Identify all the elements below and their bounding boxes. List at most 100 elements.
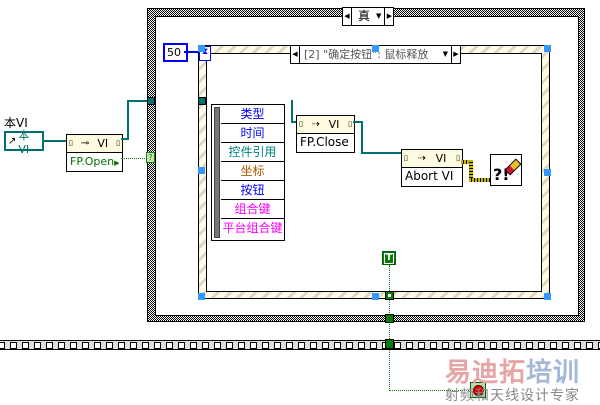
node-header: ▯ ⇢ VI ▯ [402, 150, 462, 168]
node-class-label: VI [328, 118, 340, 131]
resize-handle[interactable] [372, 293, 379, 300]
dropdown-arrow-icon[interactable]: ▼ [376, 12, 382, 20]
case-selector[interactable]: ◀ 真 ▼ ▶ [342, 7, 395, 26]
abort-vi-method[interactable]: Abort VI [405, 169, 454, 183]
decrement-arrow-icon[interactable]: ◀ [291, 46, 300, 63]
resize-handle[interactable] [544, 293, 551, 300]
loop-border-square [58, 342, 65, 349]
loop-border-square [214, 342, 221, 349]
tunnel-dot [388, 294, 391, 297]
node-class-label: VI [435, 152, 447, 165]
clear-errors-vi[interactable]: ?! [490, 154, 522, 186]
loop-border-square [298, 342, 305, 349]
increment-arrow-icon[interactable]: ▶ [384, 8, 393, 25]
while-loop-border[interactable] [0, 340, 600, 350]
loop-border-square [346, 342, 353, 349]
loop-border-square [490, 342, 497, 349]
abort-vi-invoke-node[interactable]: ▯ ⇢ VI ▯ Abort VI [401, 149, 463, 187]
decrement-arrow-icon[interactable]: ◀ [343, 8, 352, 25]
boolean-wire [389, 265, 390, 391]
event-data-item[interactable]: 平台组合键 [222, 221, 283, 235]
fp-open-property-node[interactable]: ▯ ⊸ VI ▯ FP.Open▶ [66, 134, 123, 172]
fp-open-property[interactable]: FP.Open▶ [70, 155, 120, 168]
boolean-wire [389, 390, 471, 391]
resize-handle[interactable] [372, 45, 379, 52]
reference-wire [127, 100, 129, 140]
resize-handle[interactable] [544, 169, 551, 176]
loop-border-square [166, 342, 173, 349]
node-header: ▯ ⊸ VI ▯ [67, 135, 122, 153]
resize-handle[interactable] [198, 293, 205, 300]
vi-reference-constant[interactable]: ↗ 本VI [4, 129, 44, 156]
loop-border-square [226, 342, 233, 349]
loop-border-square [358, 342, 365, 349]
loop-tunnel [385, 339, 394, 349]
loop-border-square [82, 342, 89, 349]
fp-close-method[interactable]: FP.Close [300, 135, 349, 149]
loop-border-square [274, 342, 281, 349]
watermark-tagline: 射频和天线设计专家 [445, 388, 580, 404]
loop-border-square [238, 342, 245, 349]
loop-border-square [466, 342, 473, 349]
loop-border-square [262, 342, 269, 349]
case-selector-value: 真 [358, 9, 371, 23]
key-icon: ⊸ [80, 138, 90, 149]
loop-border-square [598, 342, 600, 349]
resize-handle[interactable] [198, 167, 205, 174]
boolean-tunnel [385, 314, 394, 323]
loop-border-square [442, 342, 449, 349]
loop-border-square [526, 342, 533, 349]
true-constant[interactable]: T [382, 251, 396, 265]
invoke-arrow-icon: ⇢ [417, 153, 426, 164]
fp-close-invoke-node[interactable]: ▯ ⇢ VI ▯ FP.Close [296, 115, 355, 153]
loop-border-square [70, 342, 77, 349]
loop-border-square [550, 342, 557, 349]
play-arrow-icon: ▶ [114, 159, 120, 167]
reference-wire [361, 121, 363, 153]
dropdown-arrow-icon[interactable]: ▼ [442, 50, 448, 58]
loop-border-square [130, 342, 137, 349]
reference-tunnel [147, 97, 155, 105]
event-data-node-bar [214, 107, 220, 238]
timeout-wire [184, 51, 199, 53]
event-data-item[interactable]: 时间 [221, 124, 284, 143]
event-data-item[interactable]: 类型 [221, 105, 284, 124]
resize-handle[interactable] [198, 45, 205, 52]
event-data-item[interactable]: 控件引用 [221, 143, 284, 162]
reference-wire [44, 140, 66, 142]
loop-border-square [178, 342, 185, 349]
increment-arrow-icon[interactable]: ▶ [451, 46, 460, 63]
loop-border-square [586, 342, 593, 349]
error-in-icon: ▯ [69, 139, 73, 147]
event-data-item[interactable]: 按钮 [221, 181, 284, 200]
loop-border-square [418, 342, 425, 349]
loop-border-square [0, 342, 5, 349]
resize-handle[interactable] [544, 45, 551, 52]
loop-border-square [142, 342, 149, 349]
arrow-icon: ↗ [8, 135, 17, 147]
true-constant-label: T [383, 252, 395, 264]
loop-border-square [310, 342, 317, 349]
reference-wire [291, 100, 293, 122]
reference-wire [361, 152, 401, 154]
loop-border-square [46, 342, 53, 349]
boolean-wire [121, 158, 147, 159]
reference-wire [353, 121, 362, 123]
loop-border-square [250, 342, 257, 349]
loop-border-square [10, 342, 17, 349]
loop-border-square [514, 342, 521, 349]
event-data-item[interactable]: 组合键 [221, 200, 284, 219]
event-data-item[interactable]: 坐标 [221, 162, 284, 181]
node-header: ▯ ⇢ VI ▯ [297, 116, 354, 134]
stop-icon [472, 384, 484, 396]
loop-border-square [430, 342, 437, 349]
boolean-tunnel [385, 291, 394, 300]
loop-border-square [22, 342, 29, 349]
error-in-icon: ▯ [299, 120, 303, 128]
node-class-label: VI [97, 137, 109, 150]
stop-terminal[interactable] [470, 382, 486, 398]
loop-border-square [574, 342, 581, 349]
event-data-node[interactable]: 类型 时间 控件引用 坐标 按钮 组合键 平台组合键 [211, 104, 285, 241]
reference-wire [291, 121, 297, 123]
loop-border-square [94, 342, 101, 349]
